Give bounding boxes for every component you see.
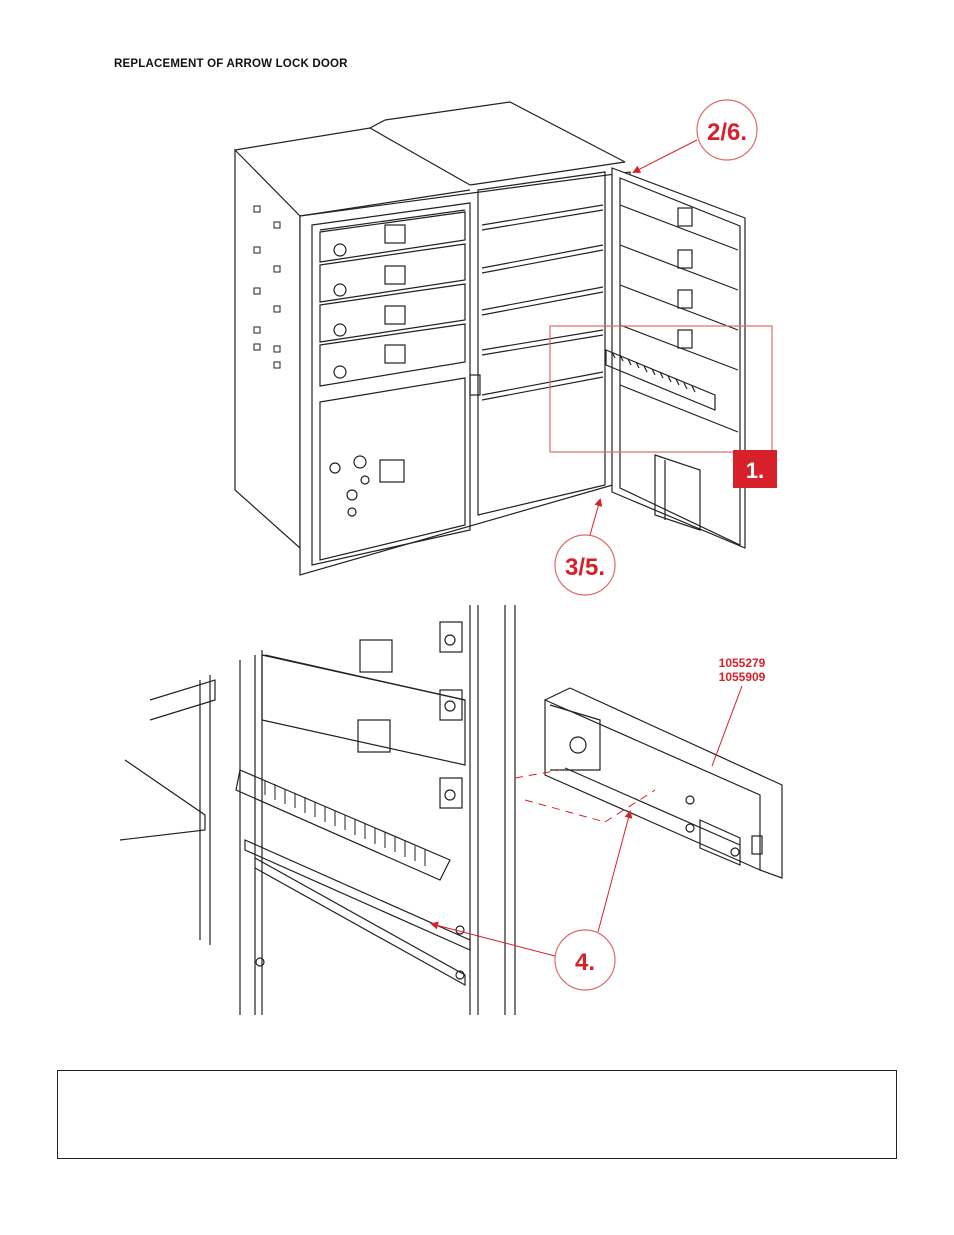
step-3-5-circle [554, 534, 616, 596]
side-holes [253, 205, 281, 369]
step-1-badge [733, 450, 777, 488]
step-1-label: 1. [746, 458, 764, 483]
part-number-2: 1055909 [719, 670, 766, 684]
step-4-label: 4. [575, 949, 595, 976]
step-2-6-circle [696, 99, 758, 161]
notes-box [57, 1070, 897, 1159]
step-2-6-label: 2/6. [707, 119, 747, 146]
highlight-box [549, 325, 773, 453]
step-4-circle [554, 929, 616, 991]
page-title: REPLACEMENT OF ARROW LOCK DOOR [114, 58, 348, 70]
part-number-1: 1055279 [719, 656, 766, 670]
cabinet-drawing [234, 101, 746, 576]
step-3-5-label: 3/5. [565, 554, 605, 581]
detail-drawing [119, 605, 783, 1015]
